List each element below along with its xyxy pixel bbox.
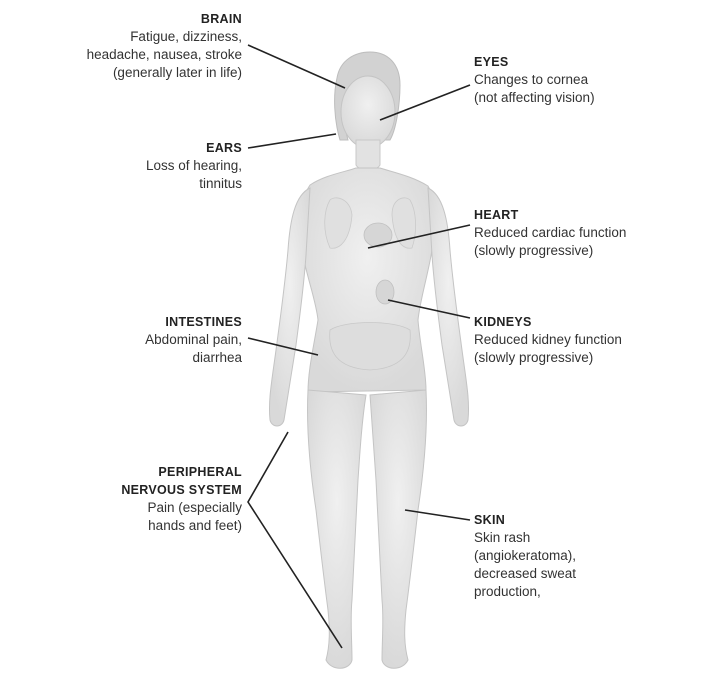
intestines-desc: Abdominal pain, diarrhea (42, 331, 242, 367)
left-arm (269, 188, 310, 426)
kidneys-desc: Reduced kidney function (slowly progress… (474, 331, 704, 367)
right-leg (370, 390, 427, 668)
kidneys-title: KIDNEYS (474, 313, 704, 331)
left-leg (307, 390, 366, 668)
peripheral-desc: Pain (especially hands and feet) (42, 499, 242, 535)
heart-desc: Reduced cardiac function (slowly progres… (474, 224, 704, 260)
ears-leader (248, 134, 336, 148)
ears-desc: Loss of hearing, tinnitus (42, 157, 242, 193)
intestines-title: INTESTINES (42, 313, 242, 331)
brain-leader (248, 45, 345, 88)
peripheral-title: PERIPHERAL NERVOUS SYSTEM (42, 463, 242, 499)
heart-title: HEART (474, 206, 704, 224)
eyes-desc: Changes to cornea (not affecting vision) (474, 71, 694, 107)
peripheral-label: PERIPHERAL NERVOUS SYSTEM Pain (especial… (42, 463, 242, 535)
ears-title: EARS (42, 139, 242, 157)
ears-label: EARS Loss of hearing, tinnitus (42, 139, 242, 193)
head (341, 76, 395, 148)
right-arm (428, 188, 469, 426)
heart-label: HEART Reduced cardiac function (slowly p… (474, 206, 704, 260)
neck (356, 140, 380, 170)
skin-title: SKIN (474, 511, 694, 529)
brain-title: BRAIN (42, 10, 242, 28)
eyes-title: EYES (474, 53, 694, 71)
kidneys-label: KIDNEYS Reduced kidney function (slowly … (474, 313, 704, 367)
eyes-label: EYES Changes to cornea (not affecting vi… (474, 53, 694, 107)
intestines-label: INTESTINES Abdominal pain, diarrhea (42, 313, 242, 367)
brain-label: BRAIN Fatigue, dizziness, headache, naus… (42, 10, 242, 82)
skin-desc: Skin rash (angiokeratoma), decreased swe… (474, 529, 694, 601)
brain-desc: Fatigue, dizziness, headache, nausea, st… (42, 28, 242, 82)
skin-label: SKIN Skin rash (angiokeratoma), decrease… (474, 511, 694, 601)
